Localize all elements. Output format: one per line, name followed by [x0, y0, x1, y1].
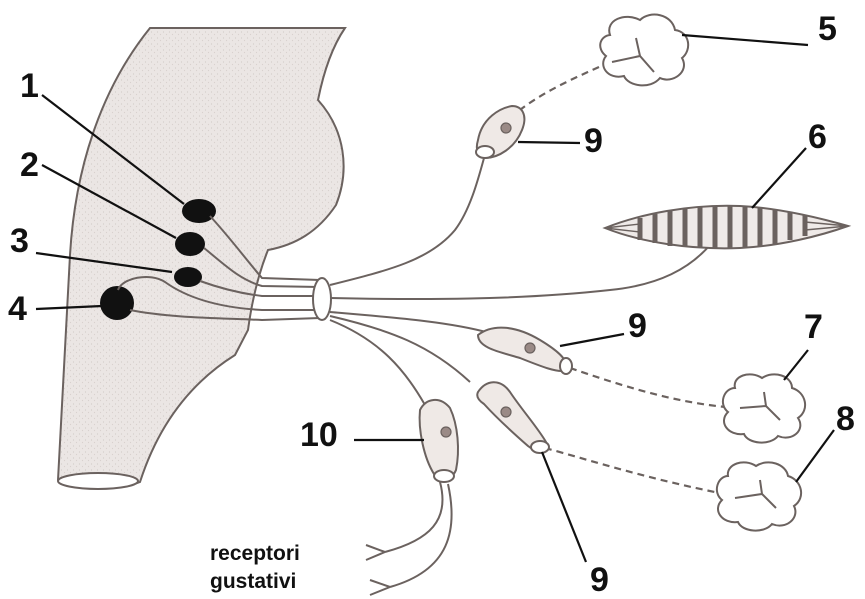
ganglion-9-middle: [478, 328, 572, 374]
receptor-label: receptori gustativi: [210, 542, 300, 593]
label-9-upper: 9: [584, 122, 603, 160]
label-6: 6: [808, 118, 827, 156]
nucleus-2: [175, 232, 205, 256]
label-3: 3: [10, 222, 29, 260]
label-8: 8: [836, 400, 855, 438]
nucleus-4: [100, 286, 134, 320]
label-9-middle: 9: [628, 307, 647, 345]
muscle-6: [605, 206, 848, 249]
label-9-lower: 9: [590, 561, 609, 599]
label-7: 7: [804, 308, 823, 346]
label-5: 5: [818, 10, 837, 48]
nerve-bundle: [313, 278, 331, 320]
ganglion-10: [420, 400, 458, 482]
ganglion-9-lower: [477, 382, 549, 453]
receptor-label-line2: gustativi: [210, 570, 296, 593]
label-1: 1: [20, 67, 39, 105]
label-4: 4: [8, 290, 27, 328]
gland-8: [717, 462, 801, 530]
nucleus-3: [174, 267, 202, 287]
ganglion-9-upper: [476, 106, 524, 158]
label-2: 2: [20, 146, 39, 184]
gland-5: [600, 15, 688, 86]
nucleus-1: [182, 199, 216, 223]
label-10: 10: [300, 416, 338, 454]
gland-7: [723, 374, 805, 442]
receptor-label-line1: receptori: [210, 542, 300, 565]
